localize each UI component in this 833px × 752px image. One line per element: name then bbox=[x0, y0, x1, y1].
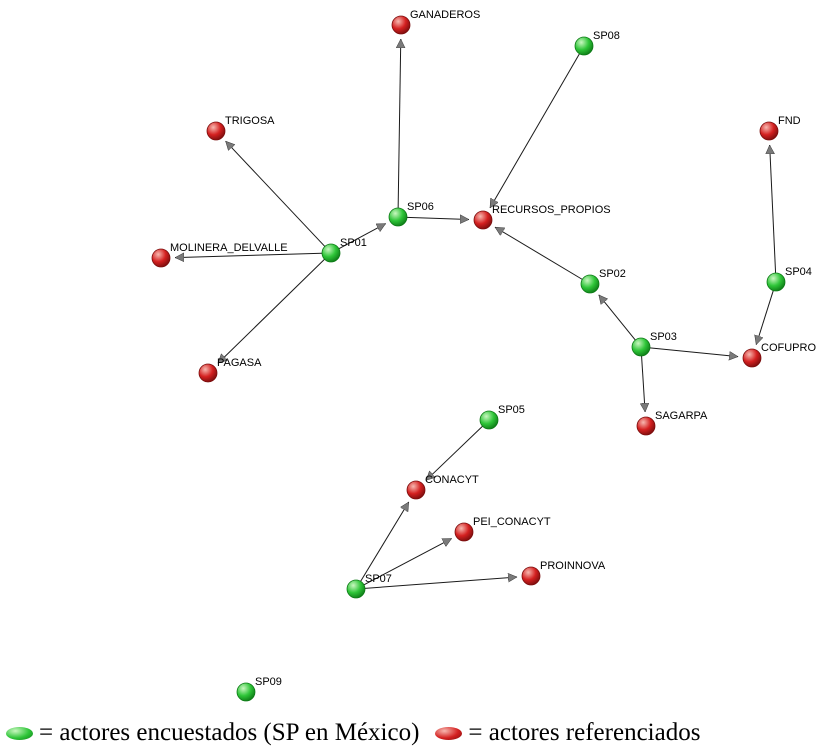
node-SP09[interactable] bbox=[236, 682, 256, 702]
referenced-node-icon bbox=[435, 726, 463, 740]
node-label-SP07: SP07 bbox=[365, 573, 392, 585]
legend: = actores encuestados (SP en México) = a… bbox=[6, 719, 831, 747]
node-SP03[interactable] bbox=[631, 337, 651, 357]
node-SAGARPA[interactable] bbox=[636, 416, 656, 436]
node-CONACYT[interactable] bbox=[406, 480, 426, 500]
node-label-SP02: SP02 bbox=[599, 268, 626, 280]
node-label-MOLINERA_DELVALLE: MOLINERA_DELVALLE bbox=[170, 242, 288, 254]
node-TRIGOSA[interactable] bbox=[206, 121, 226, 141]
node-label-SP03: SP03 bbox=[650, 331, 677, 343]
node-label-PAGASA: PAGASA bbox=[217, 357, 262, 369]
node-SP06[interactable] bbox=[388, 207, 408, 227]
edge-SP01-TRIGOSA bbox=[225, 140, 326, 247]
node-RECURSOS_PROPIOS[interactable] bbox=[473, 210, 493, 230]
node-SP04[interactable] bbox=[766, 272, 786, 292]
edge-SP03-COFUPRO bbox=[649, 347, 738, 357]
edge-SP05-CONACYT bbox=[425, 425, 483, 481]
edge-SP04-FND bbox=[770, 145, 777, 274]
edge-SP03-SAGARPA bbox=[642, 355, 646, 412]
node-label-TRIGOSA: TRIGOSA bbox=[225, 115, 275, 127]
edge-SP06-RECURSOS_PROPIOS bbox=[406, 217, 469, 219]
node-label-PROINNOVA: PROINNOVA bbox=[540, 560, 606, 572]
node-GANADEROS[interactable] bbox=[391, 15, 411, 35]
edge-SP07-PEI_CONACYT bbox=[363, 538, 452, 586]
node-FND[interactable] bbox=[759, 121, 779, 141]
legend-label-referenced: = actores referenciados bbox=[468, 719, 701, 746]
node-label-FND: FND bbox=[778, 115, 801, 127]
node-PAGASA[interactable] bbox=[198, 363, 218, 383]
node-SP07[interactable] bbox=[346, 579, 366, 599]
legend-item-surveyed: = actores encuestados (SP en México) bbox=[6, 719, 419, 747]
node-SP02[interactable] bbox=[580, 274, 600, 294]
node-label-CONACYT: CONACYT bbox=[425, 474, 479, 486]
node-label-RECURSOS_PROPIOS: RECURSOS_PROPIOS bbox=[492, 204, 611, 216]
node-label-SP08: SP08 bbox=[593, 30, 620, 42]
node-PEI_CONACYT[interactable] bbox=[454, 522, 474, 542]
node-SP08[interactable] bbox=[574, 36, 594, 56]
node-SP05[interactable] bbox=[479, 410, 499, 430]
legend-label-surveyed: = actores encuestados (SP en México) bbox=[39, 719, 420, 746]
surveyed-node-icon bbox=[6, 726, 33, 740]
node-label-SAGARPA: SAGARPA bbox=[655, 410, 708, 422]
node-MOLINERA_DELVALLE[interactable] bbox=[151, 248, 171, 268]
node-PROINNOVA[interactable] bbox=[521, 566, 541, 586]
edge-SP01-SP06 bbox=[338, 223, 386, 250]
edge-SP04-COFUPRO bbox=[756, 290, 774, 345]
edge-SP01-MOLINERA_DELVALLE bbox=[175, 253, 323, 257]
node-label-SP09: SP09 bbox=[255, 676, 282, 688]
edge-SP07-PROINNOVA bbox=[364, 577, 517, 589]
edge-SP02-RECURSOS_PROPIOS bbox=[495, 226, 583, 280]
node-label-SP05: SP05 bbox=[498, 404, 525, 416]
node-COFUPRO[interactable] bbox=[742, 348, 762, 368]
node-label-SP06: SP06 bbox=[407, 201, 434, 213]
edge-SP01-PAGASA bbox=[217, 258, 325, 364]
node-label-COFUPRO: COFUPRO bbox=[761, 342, 816, 354]
edge-SP08-RECURSOS_PROPIOS bbox=[489, 53, 580, 208]
legend-item-referenced: = actores referenciados bbox=[435, 719, 700, 747]
edge-SP03-SP02 bbox=[598, 295, 636, 341]
edge-SP06-GANADEROS bbox=[398, 39, 401, 209]
node-label-SP01: SP01 bbox=[340, 237, 367, 249]
node-label-SP04: SP04 bbox=[785, 266, 812, 278]
edge-SP07-CONACYT bbox=[360, 502, 410, 582]
node-label-PEI_CONACYT: PEI_CONACYT bbox=[473, 516, 551, 528]
node-SP01[interactable] bbox=[321, 243, 341, 263]
node-label-GANADEROS: GANADEROS bbox=[410, 9, 480, 21]
